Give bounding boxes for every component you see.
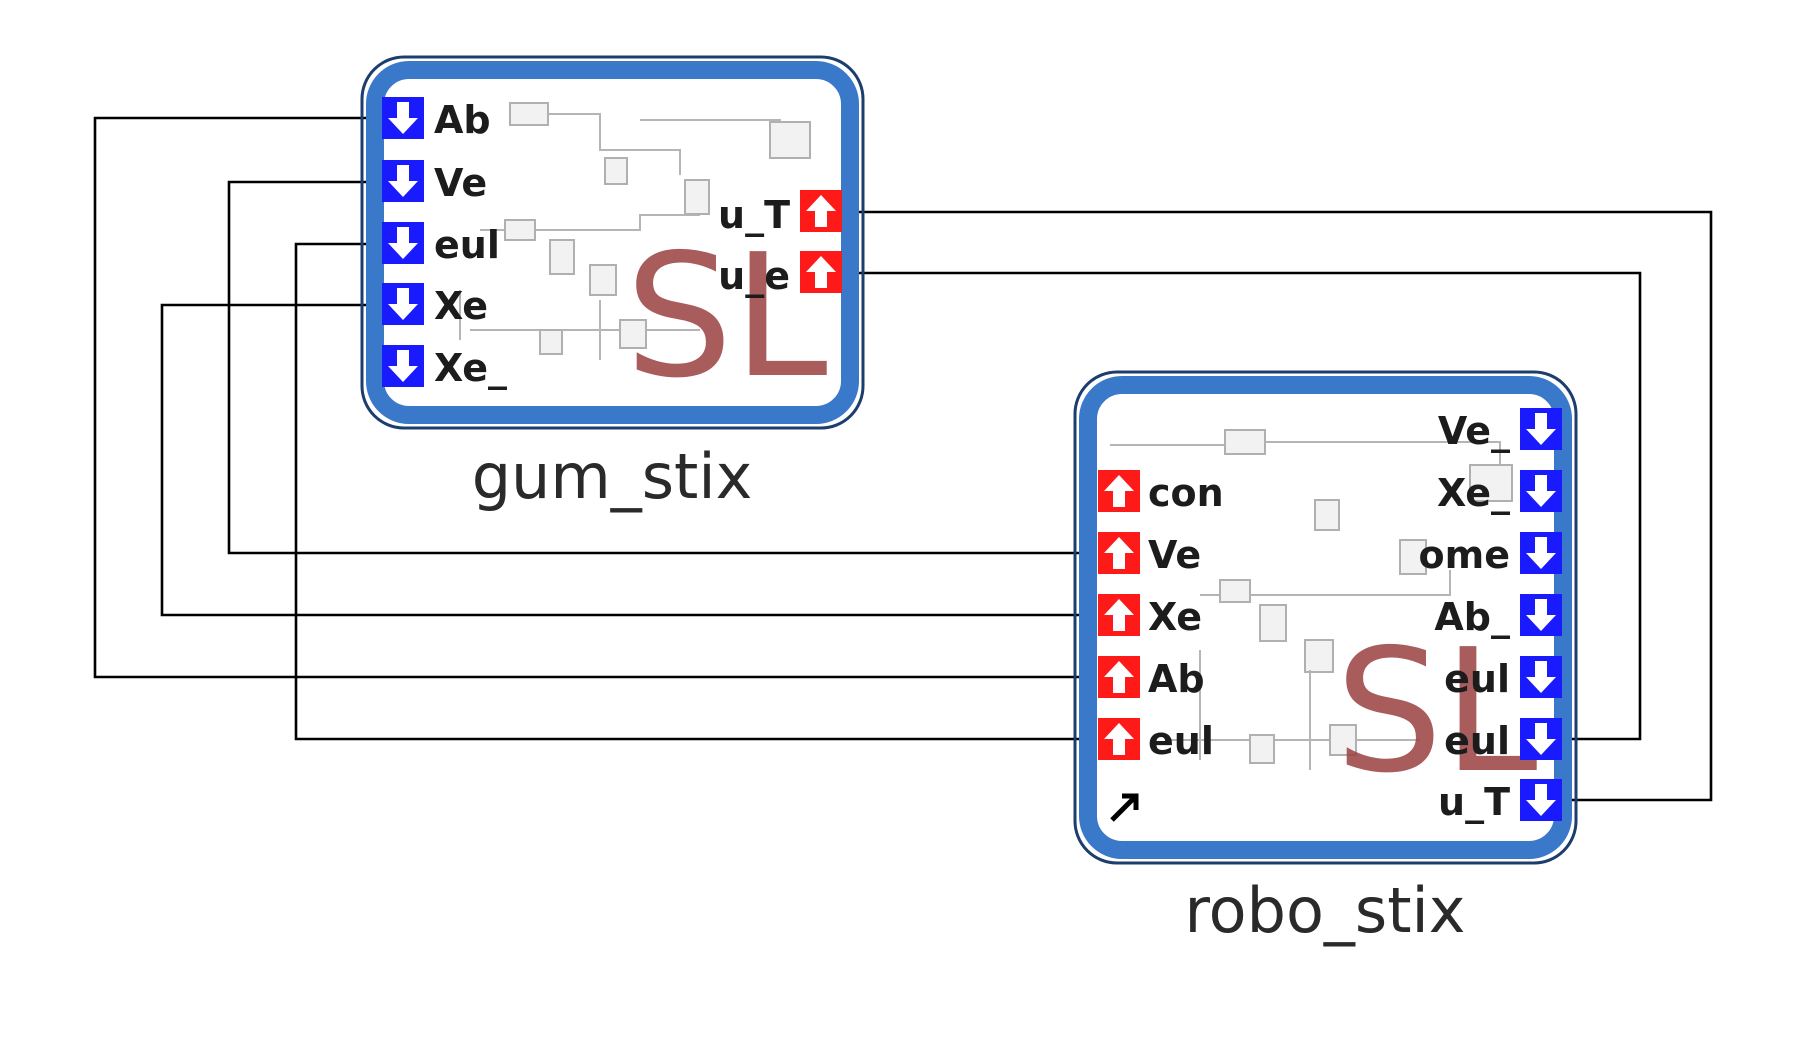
block-frame (1079, 376, 1572, 859)
port-label: eul (434, 223, 500, 267)
wire-robo-ve-to-gum-ve[interactable] (227, 180, 1098, 555)
outport-ve[interactable]: Ve (1098, 532, 1201, 577)
port-label: Ab (434, 98, 491, 142)
simulink-logo: SL (1335, 613, 1538, 811)
submodel-thumbnail (1110, 429, 1513, 770)
port-label: u_e (718, 254, 790, 298)
robo-outports: con Ve Xe Ab eul (1098, 470, 1224, 763)
port-label: Ve (1148, 533, 1201, 577)
down-arrow-icon (1526, 413, 1556, 445)
port-label: eul (1444, 719, 1510, 763)
inport-xe-underscore[interactable]: Xe_ (382, 345, 507, 390)
port-label: Ve (434, 161, 487, 205)
port-label: u_T (1438, 780, 1510, 824)
outport-con[interactable]: con (1098, 470, 1224, 515)
outport-xe[interactable]: Xe (1098, 594, 1202, 639)
inport-ab[interactable]: Ab (382, 97, 491, 142)
block-frame (366, 61, 859, 424)
outport-u-t[interactable]: u_T (718, 190, 842, 237)
up-arrow-icon (806, 195, 836, 227)
inport-ome[interactable]: ome (1419, 532, 1562, 577)
inport-xe-underscore[interactable]: Xe_ (1437, 470, 1562, 515)
port-label: Xe (434, 284, 488, 328)
inport-eul[interactable]: eul (382, 222, 500, 267)
down-arrow-icon (1526, 475, 1556, 507)
up-arrow-icon (806, 256, 836, 288)
block-outline (1073, 370, 1578, 865)
port-label: Ab (1148, 657, 1205, 701)
down-arrow-icon (1526, 599, 1556, 631)
outport-ab[interactable]: Ab (1098, 656, 1205, 701)
wire-gum-ut-to-robo-ut[interactable] (845, 210, 1713, 802)
block-name: robo_stix (1185, 874, 1466, 947)
wire-gum-ue-to-robo-eul[interactable] (845, 271, 1642, 741)
wire-robo-eul-to-gum-eul[interactable] (294, 242, 1098, 741)
inport-eul-2[interactable]: eul (1444, 718, 1562, 763)
shortcut-arrow-icon (1110, 793, 1139, 822)
block-gum-stix[interactable]: SL Ab Ve eul Xe (360, 55, 865, 513)
up-arrow-icon (1104, 599, 1134, 631)
port-label: eul (1148, 719, 1214, 763)
down-arrow-icon (1526, 537, 1556, 569)
port-label: u_T (718, 193, 790, 237)
port-label: Xe (1148, 595, 1202, 639)
wire-robo-ab-to-gum-ab[interactable] (93, 116, 1098, 679)
port-label: Xe_ (434, 346, 507, 390)
down-arrow-icon (1526, 784, 1556, 816)
block-outline (360, 55, 865, 430)
wire-robo-xe-to-gum-xe[interactable] (160, 303, 1098, 617)
outport-u-e[interactable]: u_e (718, 251, 842, 298)
outport-eul[interactable]: eul (1098, 718, 1214, 763)
down-arrow-icon (388, 102, 418, 134)
port-label: eul (1444, 657, 1510, 701)
gum-inports: Ab Ve eul Xe Xe_ (382, 97, 507, 390)
port-label: Ab_ (1434, 595, 1510, 639)
down-arrow-icon (388, 350, 418, 382)
up-arrow-icon (1104, 475, 1134, 507)
port-label: ome (1419, 533, 1510, 577)
up-arrow-icon (1104, 661, 1134, 693)
port-label: Xe_ (1437, 471, 1510, 515)
submodel-thumbnail (459, 102, 811, 360)
down-arrow-icon (1526, 723, 1556, 755)
down-arrow-icon (1526, 661, 1556, 693)
inport-ab-underscore[interactable]: Ab_ (1434, 594, 1562, 639)
robo-inports: Ve_ Xe_ ome Ab_ eul (1419, 408, 1562, 824)
port-label: con (1148, 471, 1224, 515)
down-arrow-icon (388, 227, 418, 259)
inport-ve-underscore[interactable]: Ve_ (1438, 408, 1562, 453)
simulink-logo: SL (625, 218, 828, 416)
up-arrow-icon (1104, 537, 1134, 569)
block-name: gum_stix (472, 440, 753, 513)
inport-ve[interactable]: Ve (382, 160, 487, 205)
gum-outports: u_T u_e (718, 190, 842, 298)
up-arrow-icon (1104, 723, 1134, 755)
inport-xe[interactable]: Xe (382, 283, 488, 328)
down-arrow-icon (388, 165, 418, 197)
port-label: Ve_ (1438, 409, 1510, 453)
inport-eul-1[interactable]: eul (1444, 656, 1562, 701)
inport-u-t[interactable]: u_T (1438, 779, 1562, 824)
block-robo-stix[interactable]: SL con Ve Xe Ab (1073, 370, 1578, 947)
down-arrow-icon (388, 288, 418, 320)
